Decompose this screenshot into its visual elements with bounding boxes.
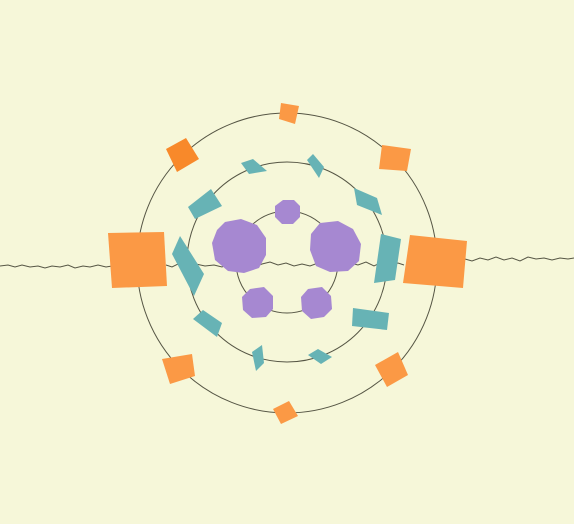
outer-shape-right-large [403, 235, 467, 288]
inner-shape-bottom-right [301, 287, 332, 319]
middle-shape-top-a [241, 159, 267, 174]
middle-shape-top-b [307, 154, 324, 178]
outer-shape-bottom [273, 401, 298, 424]
inner-shape-left-large [212, 219, 266, 273]
inner-shape-top-small [275, 200, 300, 224]
middle-shape-upper-left [188, 189, 222, 219]
outer-shape-bottom-right [375, 352, 408, 387]
wave-line-left [0, 264, 113, 269]
middle-shape-right-tall [374, 234, 401, 283]
outer-shape-bottom-left [162, 354, 195, 384]
inner-shape-bottom-left [242, 287, 273, 318]
outer-shape-top-right [379, 145, 411, 171]
outer-shape-top [279, 103, 299, 124]
middle-shape-lower-right [352, 308, 389, 330]
middle-shape-bottom-right [308, 349, 332, 364]
middle-shape-upper-right [354, 188, 382, 215]
outer-shape-left-large [108, 232, 167, 288]
middle-shape-left-tall [172, 236, 204, 296]
middle-shape-lower-left [193, 310, 222, 337]
outer-shape-top-left [166, 138, 199, 172]
middle-shape-bottom-left [252, 345, 264, 371]
wave-line-right [464, 256, 574, 262]
wave-line-center [165, 261, 405, 268]
inner-shape-right-large [310, 221, 361, 272]
